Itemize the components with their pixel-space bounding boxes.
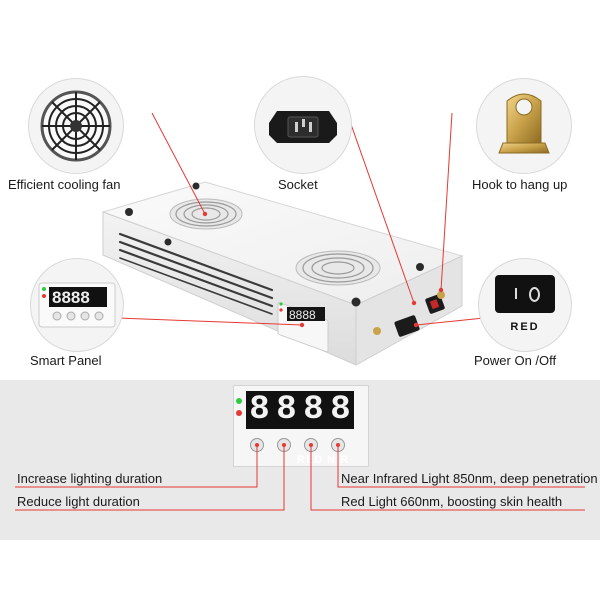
smart-panel-icon: 8888 bbox=[38, 282, 116, 328]
fan-callout-circle bbox=[28, 78, 124, 174]
smart-panel-callout-label: Smart Panel bbox=[30, 353, 102, 368]
hook-icon bbox=[498, 93, 550, 154]
red-indicator-led bbox=[236, 410, 242, 416]
display-digit: 8 bbox=[249, 391, 270, 429]
svg-text:8888: 8888 bbox=[289, 308, 316, 322]
switch-off-mark bbox=[529, 287, 540, 302]
nir-light-text: Near Infrared Light 850nm, deep penetrat… bbox=[341, 471, 598, 486]
reduce-duration-text: Reduce light duration bbox=[17, 494, 140, 509]
power-callout-label: Power On /Off bbox=[474, 353, 557, 368]
hook-callout-label: Hook to hang up bbox=[472, 177, 568, 192]
display-digit: 8 bbox=[330, 391, 351, 429]
fan-callout-label: Efficient cooling fan bbox=[8, 177, 121, 192]
smart-panel-callout-circle: 8888 bbox=[30, 258, 124, 352]
socket-callout-circle bbox=[254, 76, 352, 174]
switch-label: RED bbox=[510, 321, 540, 333]
power-callout-circle: RED bbox=[478, 258, 572, 352]
rocker-switch bbox=[495, 275, 555, 313]
hook-callout-circle bbox=[476, 78, 572, 174]
leader-lines bbox=[117, 112, 485, 328]
light-panel-side bbox=[355, 255, 463, 366]
front-mini-panel: 8888 bbox=[277, 302, 329, 353]
green-indicator-led bbox=[236, 398, 242, 404]
power-socket-icon bbox=[269, 111, 337, 143]
side-hook-2 bbox=[437, 291, 445, 299]
socket-callout-label: Socket bbox=[278, 177, 318, 192]
nir-button-caption: NIR bbox=[327, 454, 349, 466]
svg-text:8888: 8888 bbox=[52, 288, 90, 307]
switch-on-mark bbox=[515, 288, 517, 299]
fan-top-2 bbox=[295, 250, 381, 286]
panel-leader-lines bbox=[15, 443, 585, 511]
display-digit: 8 bbox=[303, 391, 324, 429]
hanging-holes bbox=[125, 182, 424, 307]
display-digit: 8 bbox=[276, 391, 297, 429]
vent-slots bbox=[118, 232, 274, 315]
red-light-text: Red Light 660nm, boosting skin health bbox=[341, 494, 563, 509]
increase-duration-text: Increase lighting duration bbox=[17, 471, 163, 486]
side-hook-1 bbox=[373, 327, 381, 335]
digital-display: 8 8 8 8 bbox=[246, 391, 354, 429]
side-socket bbox=[394, 315, 420, 337]
red-button-caption: RED bbox=[297, 454, 324, 466]
fan-icon bbox=[40, 90, 112, 162]
